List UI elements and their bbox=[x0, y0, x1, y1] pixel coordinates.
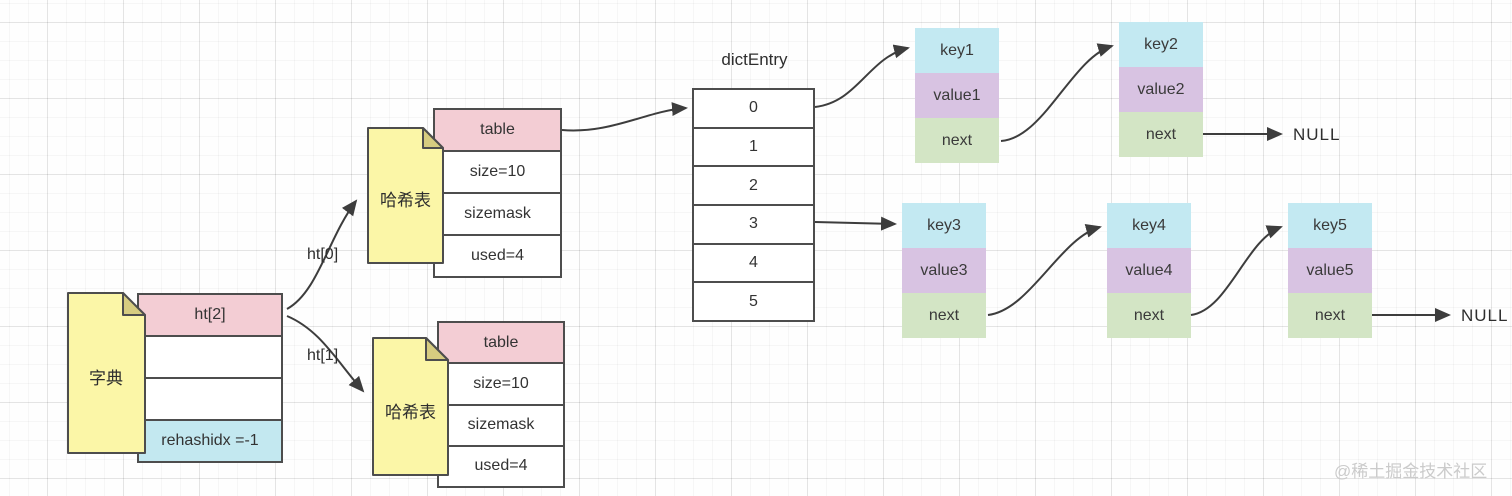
watermark: @稀土掘金技术社区 bbox=[1334, 462, 1488, 481]
hashtable-bottom-table: table size=10 sizemask used=4 bbox=[437, 321, 565, 488]
entry-1-next: next bbox=[915, 118, 999, 163]
hashtable-bottom-row-used: used=4 bbox=[474, 457, 528, 475]
entry-node-2: key2 value2 next bbox=[1119, 22, 1203, 157]
entry-3-next: next bbox=[902, 293, 986, 338]
dictentry-slot-5: 5 bbox=[749, 292, 758, 310]
entry-3-value: value3 bbox=[902, 248, 986, 293]
dict-row-empty-2 bbox=[139, 379, 281, 421]
dict-row-empty-1 bbox=[139, 337, 281, 379]
hashtable-top-row-table: table bbox=[435, 110, 560, 152]
arrow-next3-to-key4 bbox=[987, 223, 1102, 316]
hashtable-top-table: table size=10 sizemask used=4 bbox=[433, 108, 562, 278]
entry-5-next: next bbox=[1288, 293, 1372, 338]
arrow-table-to-dictentry bbox=[561, 102, 688, 132]
dict-note-label: 字典 bbox=[89, 369, 123, 388]
entry-3-key: key3 bbox=[902, 203, 986, 248]
dictentry-slot-2: 2 bbox=[694, 167, 813, 207]
dictentry-slot-4: 4 bbox=[694, 245, 813, 284]
entry-1-key: key1 bbox=[915, 28, 999, 73]
dictentry-slot-3: 3 bbox=[694, 206, 813, 245]
null-label-top: NULL bbox=[1293, 125, 1341, 144]
entry-node-3: key3 value3 next bbox=[902, 203, 986, 338]
entry-1-value: value1 bbox=[915, 73, 999, 118]
entry-node-1: key1 value1 next bbox=[915, 28, 999, 163]
hashtable-top-row-size: size=10 bbox=[435, 152, 560, 194]
entry-node-4: key4 value4 next bbox=[1107, 203, 1191, 338]
entry-5-key: key5 bbox=[1288, 203, 1372, 248]
arrow-label-ht0: ht[0] bbox=[307, 246, 339, 263]
entry-2-next: next bbox=[1119, 112, 1203, 157]
entry-4-next: next bbox=[1107, 293, 1191, 338]
dictentry-title: dictEntry bbox=[721, 50, 788, 69]
dictentry-slot-0: 0 bbox=[694, 90, 813, 129]
dictentry-table: 0 1 2 3 4 5 bbox=[692, 88, 815, 322]
entry-2-key: key2 bbox=[1119, 22, 1203, 67]
arrow-slot3-to-key3 bbox=[814, 216, 897, 231]
entry-4-key: key4 bbox=[1107, 203, 1191, 248]
dict-row-rehashidx: rehashidx =-1 bbox=[139, 421, 281, 461]
dictentry-slot-1: 1 bbox=[694, 129, 813, 168]
dict-row-ht2: ht[2] bbox=[139, 295, 281, 337]
hashtable-bottom-row-size: size=10 bbox=[439, 364, 563, 406]
hashtable-bottom-row-sizemask: sizemask bbox=[439, 406, 563, 447]
arrow-label-ht1: ht[1] bbox=[307, 347, 339, 364]
entry-2-value: value2 bbox=[1119, 67, 1203, 112]
entry-node-5: key5 value5 next bbox=[1288, 203, 1372, 338]
hashtable-top-row-sizemask: sizemask bbox=[435, 194, 560, 236]
arrow-next1-to-key2 bbox=[1000, 43, 1114, 142]
null-label-bottom: NULL bbox=[1461, 306, 1509, 325]
entry-4-value: value4 bbox=[1107, 248, 1191, 293]
arrow-next4-to-key5 bbox=[1190, 225, 1283, 316]
hashtable-top-row-used: used=4 bbox=[471, 247, 524, 264]
arrow-slot0-to-key1 bbox=[814, 44, 910, 108]
entry-5-value: value5 bbox=[1288, 248, 1372, 293]
hashtable-top-note-label: 哈希表 bbox=[380, 191, 431, 210]
dict-struct-table: ht[2] rehashidx =-1 bbox=[137, 293, 283, 463]
hashtable-bottom-note-label: 哈希表 bbox=[385, 403, 436, 422]
hashtable-bottom-row-table: table bbox=[439, 323, 563, 365]
